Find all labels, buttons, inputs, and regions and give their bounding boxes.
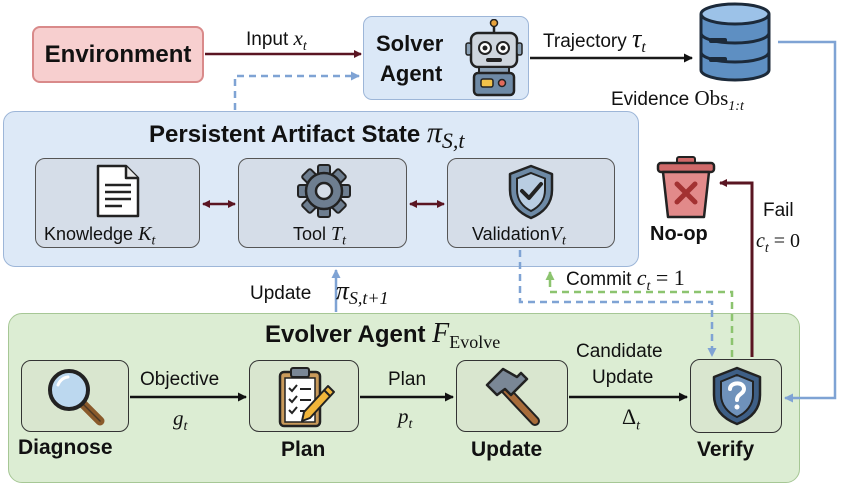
robot-icon <box>465 19 523 97</box>
candidate-var: Δt <box>622 404 641 434</box>
solver-label-line1: Solver <box>376 31 444 56</box>
commit-dashed <box>545 271 734 357</box>
verify-label: Verify <box>697 438 755 461</box>
update-label: Update <box>471 438 543 461</box>
solver-label-line2: Agent <box>380 61 443 86</box>
trajectory-label: Trajectory τt <box>543 24 646 56</box>
validation-label: Validation <box>472 224 550 244</box>
verify-step <box>690 359 782 433</box>
input-label: Input xt <box>246 26 307 54</box>
diagnose-label: Diagnose <box>18 436 113 459</box>
objective-label: Objective <box>140 369 220 390</box>
validation-to-verify-dashed <box>518 250 717 357</box>
hammer-icon <box>485 367 540 426</box>
magnifier-icon <box>48 369 105 426</box>
candidate-label-line1: Candidate <box>576 341 663 362</box>
update-step <box>456 360 568 432</box>
plan-var: pt <box>398 404 413 433</box>
plan-step <box>249 360 359 432</box>
commit-label: Commit ct = 1 <box>566 265 685 294</box>
clipboard-icon <box>278 367 335 428</box>
tool-label: Tool <box>293 224 327 244</box>
diagnose-step <box>21 360 129 432</box>
fail-condition: ct = 0 <box>756 230 801 256</box>
fail-arrow <box>719 179 754 357</box>
document-icon <box>96 164 140 218</box>
knowledge-module: Knowledge Kt <box>35 158 200 249</box>
plan-label: Plan <box>281 438 326 461</box>
artifact-to-solver-dashed <box>233 71 360 110</box>
shield-check-icon <box>508 164 554 220</box>
evidence-label: Evidence Obs1:t <box>611 86 744 114</box>
plan-edge-label: Plan <box>388 369 427 390</box>
gear-icon <box>297 164 351 218</box>
tool-module: Tool Tt <box>238 158 407 249</box>
objective-var: gt <box>173 406 188 435</box>
fail-label: Fail <box>763 200 794 221</box>
candidate-label-line2: Update <box>592 367 654 388</box>
evolver-title: Evolver Agent FEvolve <box>265 318 501 352</box>
environment-label: Environment <box>44 40 192 68</box>
solver-agent-box: Solver Agent <box>363 16 529 100</box>
evidence-route <box>778 40 837 403</box>
artifact-state-title: Persistent Artifact State πS,t <box>149 116 465 153</box>
validation-module: ValidationVt <box>447 158 615 249</box>
noop-label: No-op <box>650 223 708 245</box>
database-icon <box>699 2 771 82</box>
environment-box: Environment <box>32 26 204 83</box>
shield-question-icon <box>712 366 762 426</box>
knowledge-label: Knowledge <box>44 224 134 244</box>
update-state-label: Update πS,t+1 <box>250 276 389 308</box>
trash-bin-icon <box>656 156 716 219</box>
